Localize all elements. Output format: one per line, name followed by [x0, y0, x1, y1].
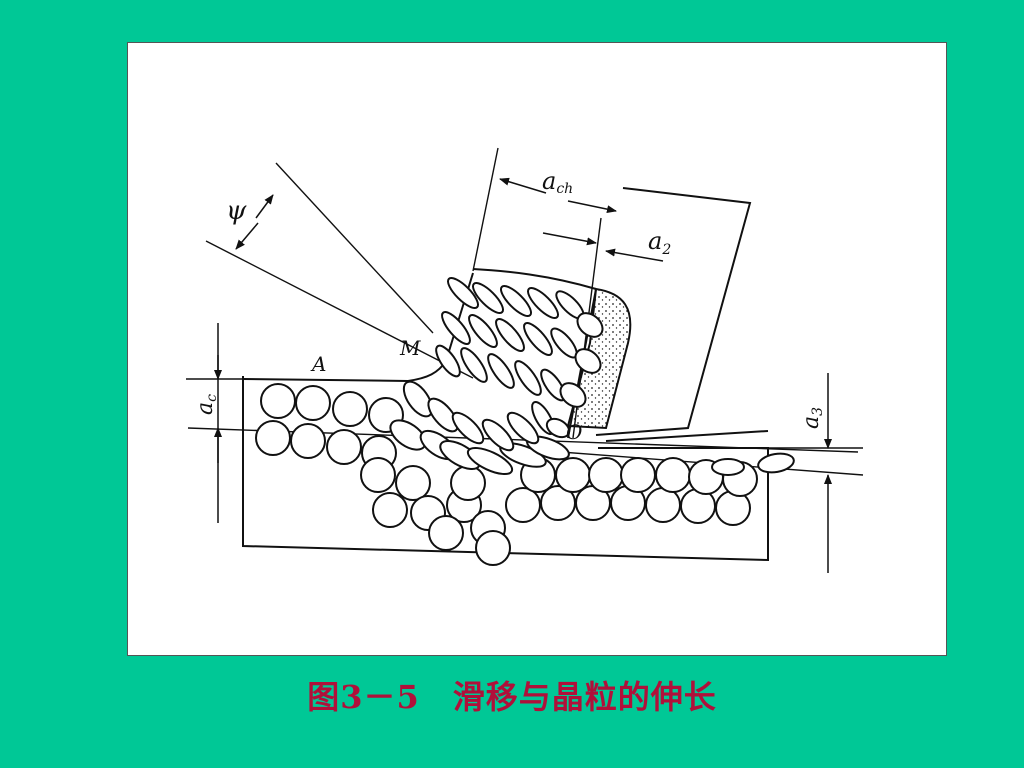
cutting-diagram: ψ ach a2 M A O ac a3	[186, 147, 864, 573]
figure-panel: ψ ach a2 M A O ac a3	[127, 42, 947, 656]
a2-arrow-right	[605, 248, 664, 262]
tool-flank	[605, 430, 769, 442]
label-a3: a3	[799, 407, 826, 429]
chip-extension-line	[472, 147, 499, 272]
ach-arrow-right	[567, 200, 617, 214]
shear-plane-line-upper	[275, 162, 434, 334]
label-ach: ach	[542, 167, 573, 197]
shear-plane-line-lower	[205, 240, 474, 379]
psi-arrow-lower	[235, 222, 259, 250]
label-M: M	[399, 336, 421, 360]
workpiece-top-surface	[242, 378, 409, 382]
psi-arrow-upper	[255, 194, 274, 219]
cutting-tool	[595, 187, 752, 436]
label-a2: a2	[648, 227, 671, 258]
workpiece-outline	[242, 376, 769, 562]
label-ac: ac	[193, 394, 220, 415]
a2-arrow-left	[542, 232, 597, 246]
chip-top	[472, 268, 597, 290]
label-psi: ψ	[226, 196, 247, 226]
figure-caption: 图3－5 滑移与晶粒的伸长	[307, 678, 717, 716]
label-O: O	[566, 420, 582, 444]
label-A: A	[310, 352, 326, 376]
ach-arrow-left	[499, 177, 547, 194]
elongated-grains	[389, 277, 795, 476]
